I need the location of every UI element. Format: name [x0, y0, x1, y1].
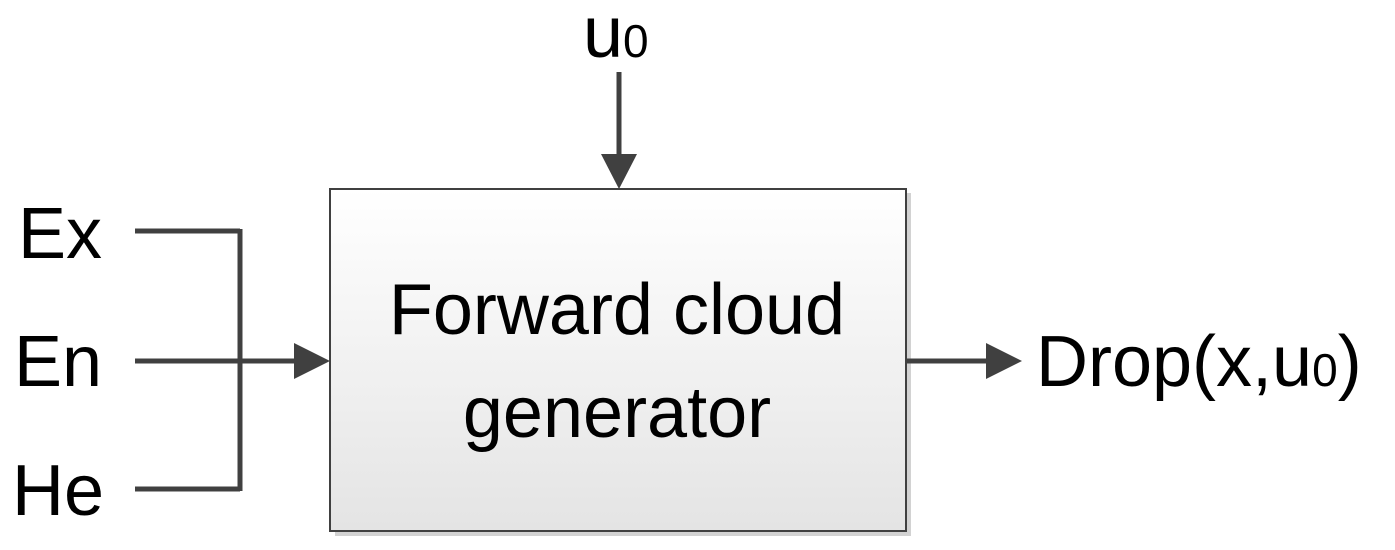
control-arrowhead: [601, 154, 637, 189]
input-label-he: He: [12, 451, 104, 531]
input-label-en: En: [14, 322, 102, 402]
control-input-label: u0: [583, 0, 649, 73]
input-arrowhead: [294, 343, 330, 379]
block-title-line2: generator: [463, 373, 771, 453]
block-title-line1: Forward cloud: [389, 270, 845, 350]
output-label: Drop(x,u0): [1036, 322, 1362, 402]
input-label-ex: Ex: [18, 194, 102, 274]
forward-cloud-generator-block: [329, 188, 907, 532]
output-arrowhead: [986, 343, 1022, 379]
